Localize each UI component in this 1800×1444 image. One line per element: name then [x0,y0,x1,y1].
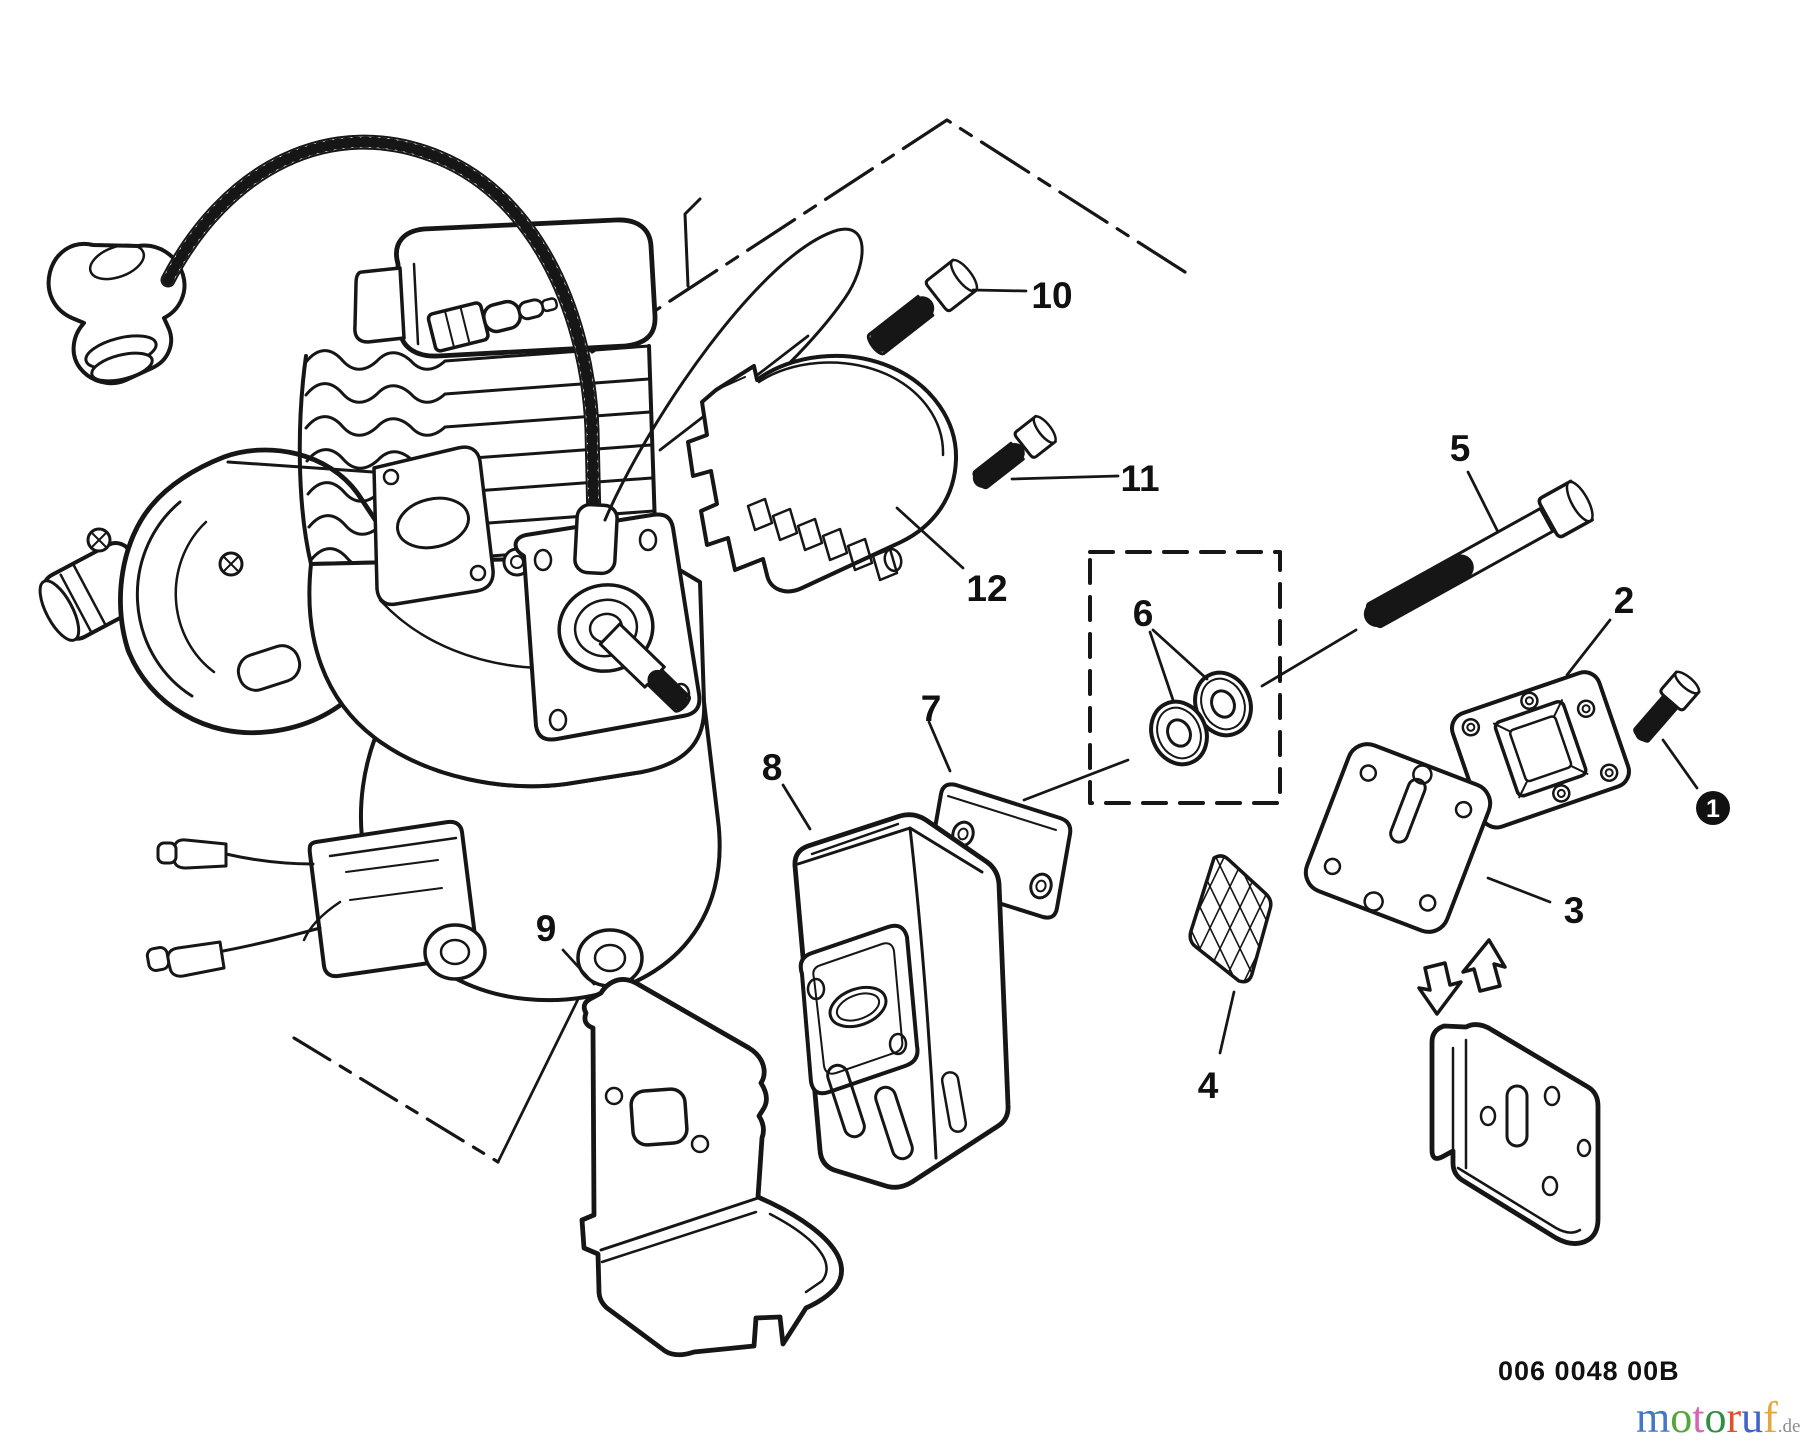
part-screw-1 [1633,670,1701,743]
part-heat-shield-9 [579,977,844,1358]
plate-2-holes [1461,691,1619,803]
part-mounting-bracket [1429,1022,1601,1246]
dash-dot-line-top [590,118,1187,354]
part-bolt-10 [866,258,979,356]
brand-letter: t [1692,1393,1705,1442]
dashed-detail-box [1088,550,1282,805]
part-washers-6 [1088,550,1282,805]
crankcase-detail [378,598,542,670]
spark-plug-wire [160,134,619,576]
callout-8-label: 8 [762,747,783,788]
engine-exhaust-gasket [372,445,495,607]
brand-letter: f [1763,1393,1778,1442]
flip-arrows-icon [1417,938,1507,1016]
kill-switch-wires [145,838,342,978]
callout-5-label: 5 [1450,428,1471,469]
bell-screw-right [218,551,244,577]
leader-lines [561,288,1699,1055]
cylinder-head-cover [353,217,658,359]
part-exhaust-deflector [686,353,959,594]
wire-bracket [683,197,702,288]
part-muffler-8 [792,812,1011,1190]
part-screen-4 [1188,854,1273,984]
part-screw-11 [972,414,1057,490]
callout-6-label: 6 [1133,593,1154,634]
axis-line-washers-a [1022,758,1130,802]
axis-line-washers-b [1260,628,1358,688]
construction-lines [292,118,1358,1164]
motoruf-watermark: motoruf.de [1636,1392,1800,1443]
brand-letter: o [1670,1393,1693,1442]
fan-housing-flange [513,512,702,742]
brand-letter: u [1741,1393,1764,1442]
brand-letter: m [1636,1393,1671,1442]
brand-suffix: .de [1777,1416,1800,1437]
bell-screw-left [86,527,112,553]
output-shaft [598,622,691,713]
callout-4-label: 4 [1198,1065,1219,1106]
callout-7-label: 7 [921,688,942,729]
deflector-louvers [746,497,899,582]
diagram-code: 006 0048 00B [1498,1356,1680,1386]
part-bracket-plate-2 [1449,670,1631,830]
spark-plug-boot [46,241,187,386]
callout-11-label: 11 [1120,458,1159,499]
part-gasket-3 [1303,742,1493,934]
callout-9-label: 9 [536,908,557,949]
callout-labels: 10 11 12 5 2 3 6 7 8 9 4 1 [536,275,1730,1106]
axis-line-shield [496,977,590,1164]
callout-2-label: 2 [1614,580,1635,621]
callout-1-label: 1 [1706,795,1720,823]
engine-assembly [38,134,864,1003]
brand-letter: o [1704,1393,1727,1442]
dash-dot-line-shield [292,1036,500,1164]
callout-10-label: 10 [1031,275,1072,316]
brand-letter: r [1726,1393,1742,1442]
callout-1-badge: 1 [1696,791,1730,825]
engine-feet [423,923,644,988]
callout-3-label: 3 [1564,890,1585,931]
spark-plug [426,297,559,353]
callout-12-label: 12 [966,568,1007,609]
part-bolt-5 [1363,479,1594,629]
